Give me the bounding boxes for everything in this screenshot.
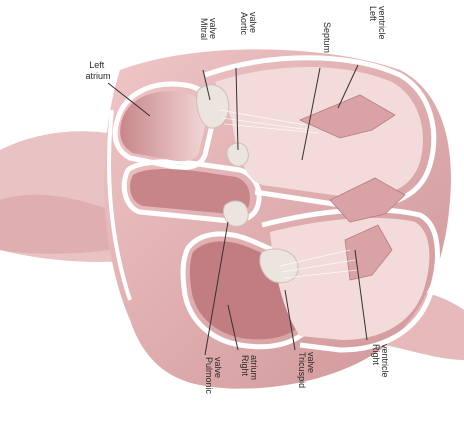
label-septum: Septum [322,22,332,53]
label-right-ventricle: Right ventricle [371,344,390,378]
label-pulmonic-valve: Pulmonic valve [204,357,223,397]
label-aortic-valve: Aortic valve [239,12,258,38]
label-right-atrium: Right atrium [240,355,259,380]
label-tricuspid-valve: Tricuspid valve [297,352,316,391]
pulmonic-valve-shape [223,201,248,226]
label-left-ventricle: Left ventricle [368,6,387,40]
label-left-atrium: Left atrium [85,60,110,81]
label-mitral-valve: Mitral valve [199,18,218,43]
